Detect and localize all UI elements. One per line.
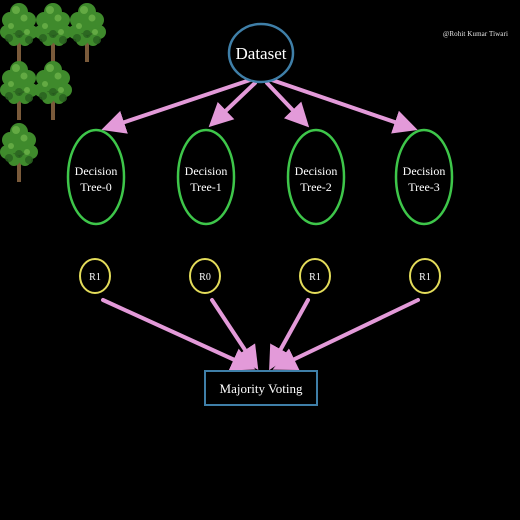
result-node-2: R1 [299, 258, 331, 294]
tree-icon [68, 3, 106, 62]
decision-tree-2-line2: Tree-2 [300, 180, 332, 194]
result-1-label: R0 [199, 272, 211, 283]
decision-tree-2-line1: Decision [295, 164, 338, 178]
decision-tree-2-ellipse [286, 128, 346, 226]
arrows-group [101, 78, 420, 371]
arrow-1 [208, 81, 257, 128]
decision-tree-3-line1: Decision [403, 164, 446, 178]
majority-voting-label: Majority Voting [220, 381, 303, 396]
arrow-0 [101, 78, 252, 134]
dataset-ellipse [227, 22, 295, 84]
arrow-7 [272, 298, 420, 371]
majority-voting-box [204, 370, 318, 406]
arrow-3 [270, 78, 418, 134]
decision-tree-0-line2: Tree-0 [80, 180, 112, 194]
majority-voting-node: Majority Voting [204, 370, 318, 406]
decision-tree-0-ellipse [66, 128, 126, 226]
tree-icon [0, 61, 38, 120]
result-2-label: R1 [309, 272, 321, 283]
result-1-ellipse [189, 258, 221, 294]
decision-tree-0-line1: Decision [75, 164, 118, 178]
result-0-ellipse [79, 258, 111, 294]
decision-tree-1-line1: Decision [185, 164, 228, 178]
author-credit: @Rohit Kumar Tiwari [442, 30, 508, 38]
tree-icon [34, 3, 72, 62]
decision-tree-1: Decision Tree-1 [176, 128, 236, 226]
tree-icon [0, 3, 38, 62]
tree-icon [34, 61, 72, 120]
arrow-5 [210, 298, 259, 371]
result-node-0: R1 [79, 258, 111, 294]
decision-tree-3: Decision Tree-3 [394, 128, 454, 226]
result-0-label: R1 [89, 272, 101, 283]
decision-tree-0: Decision Tree-0 [66, 128, 126, 226]
dataset-node: Dataset [227, 22, 295, 84]
tree-icons-group [0, 3, 106, 182]
decision-tree-1-ellipse [176, 128, 236, 226]
decision-tree-3-ellipse [394, 128, 454, 226]
result-3-label: R1 [419, 272, 431, 283]
tree-icon [0, 123, 38, 182]
result-3-ellipse [409, 258, 441, 294]
arrow-2 [265, 81, 310, 128]
result-2-ellipse [299, 258, 331, 294]
decision-tree-1-line2: Tree-1 [190, 180, 222, 194]
decision-tree-3-line2: Tree-3 [408, 180, 440, 194]
dataset-label: Dataset [236, 44, 287, 63]
result-node-3: R1 [409, 258, 441, 294]
result-node-1: R0 [189, 258, 221, 294]
decision-tree-2: Decision Tree-2 [286, 128, 346, 226]
arrow-4 [101, 298, 256, 371]
